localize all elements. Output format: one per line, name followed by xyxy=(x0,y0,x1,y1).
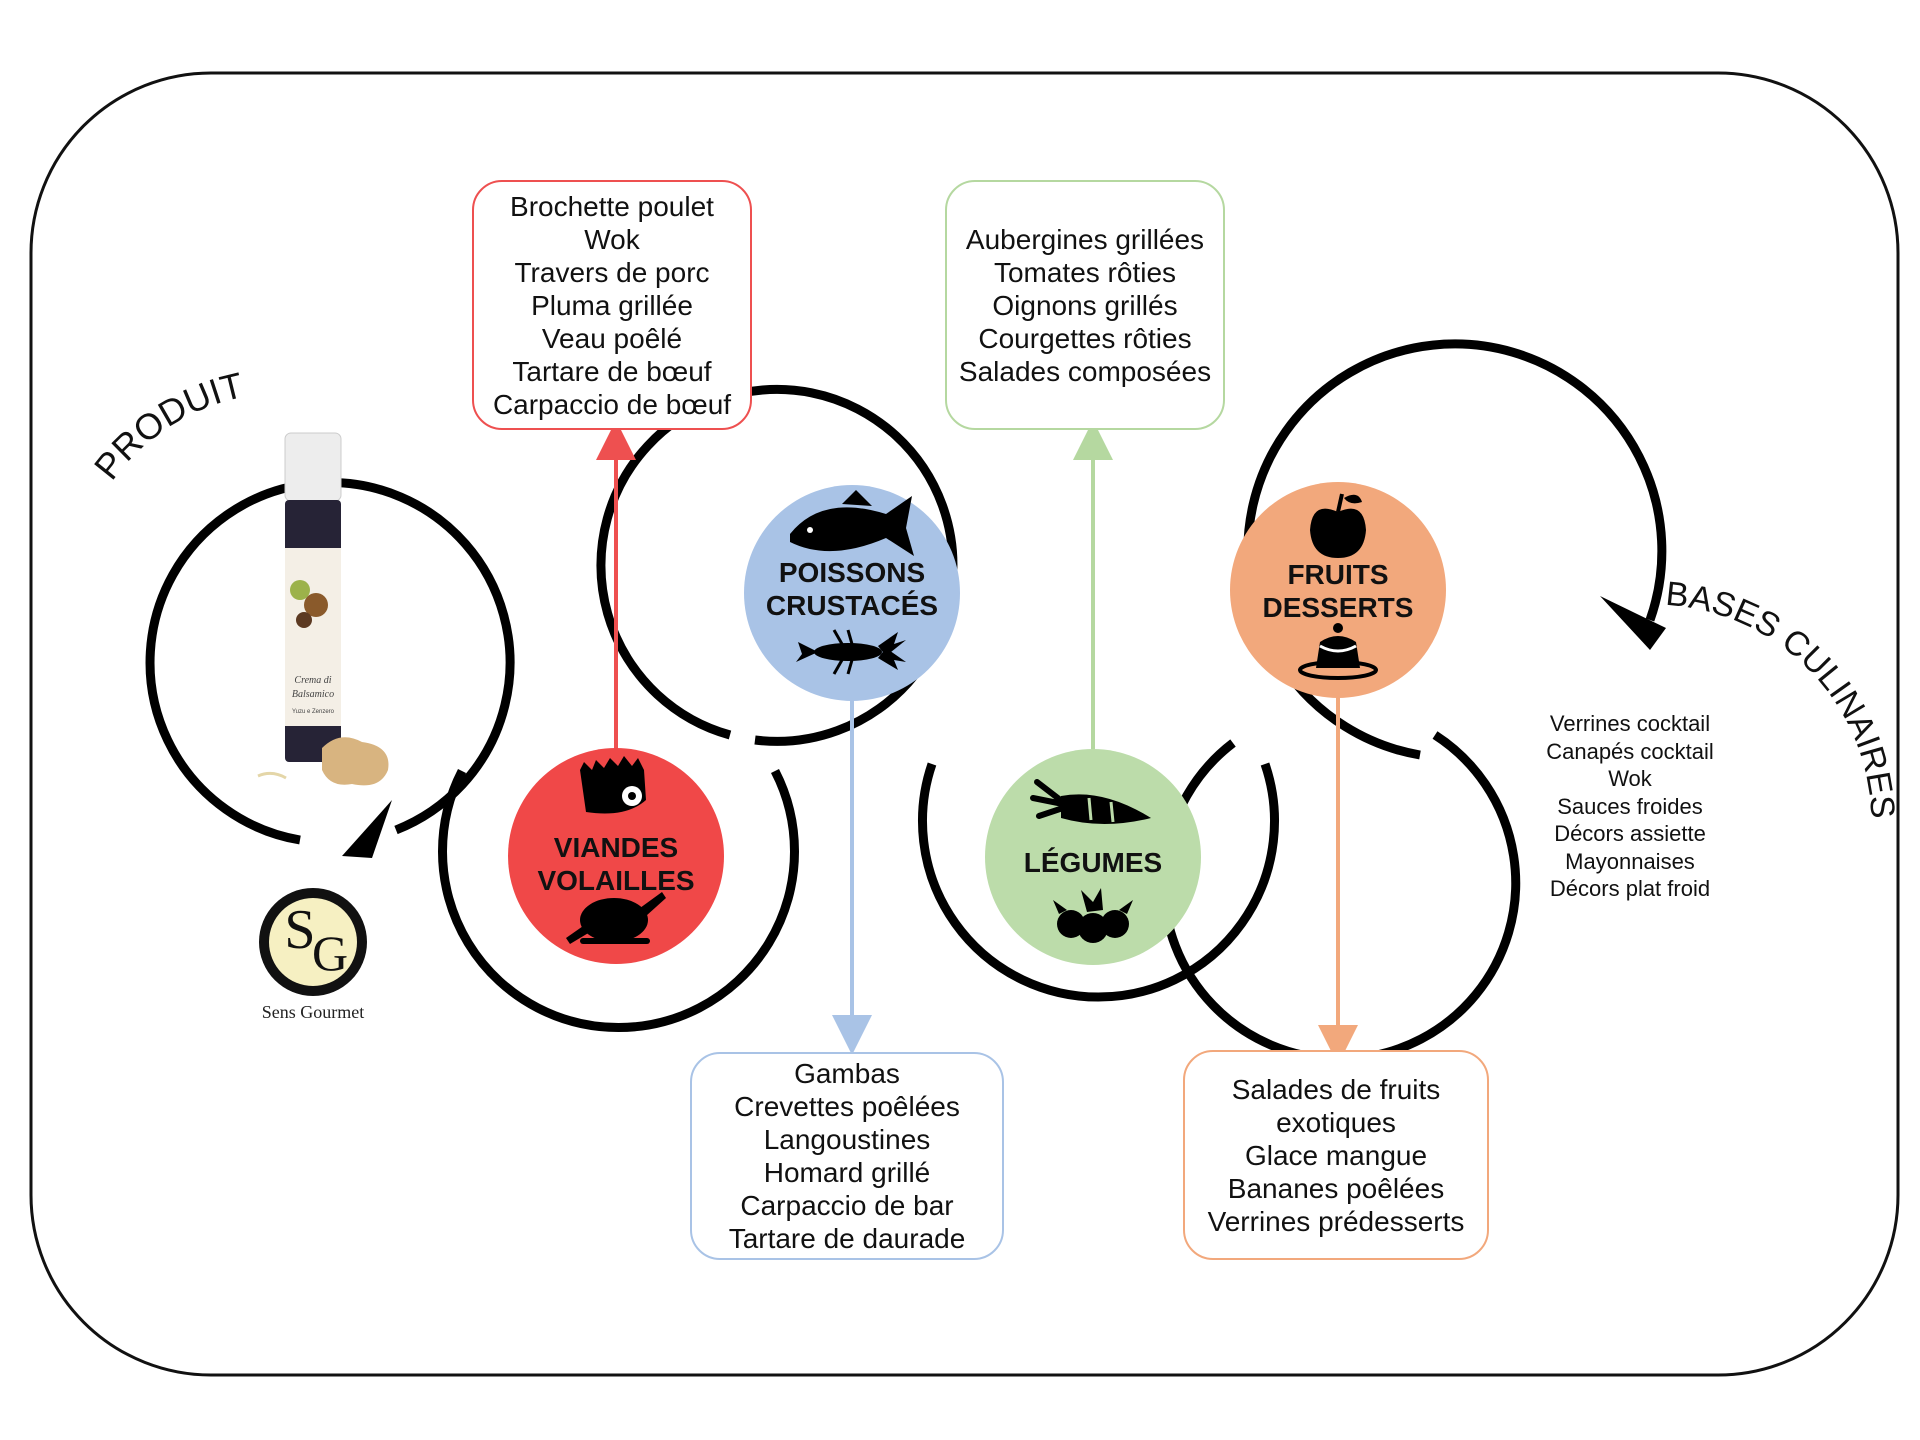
viandes-usage-item: Brochette poulet xyxy=(510,190,714,222)
viandes-usage-box: Brochette poulet Wok Travers de porc Plu… xyxy=(472,180,752,430)
viandes-usage-item: Pluma grillée xyxy=(531,289,693,321)
poissons-usage-item: Homard grillé xyxy=(763,1157,931,1188)
legumes-usage-item: Tomates rôties xyxy=(993,256,1177,288)
produit-label: PRODUIT xyxy=(86,364,247,487)
poissons-usage-item: Tartare de daurade xyxy=(728,1223,966,1254)
fruits-usage-box: Salades de fruits exotiques Glace mangue… xyxy=(1183,1050,1489,1260)
poissons-usage-box: Gambas Crevettes poêlées Langoustines Ho… xyxy=(690,1052,1004,1260)
bases-item: Mayonnaises xyxy=(1565,848,1695,874)
legumes-usage-item: Aubergines grillées xyxy=(965,223,1205,255)
fruits-usage-item: exotiques xyxy=(1276,1106,1396,1138)
legumes-usage-item: Courgettes rôties xyxy=(978,322,1192,354)
bases-culinaires-list: Verrines cocktail Canapés cocktail Wok S… xyxy=(1520,710,1740,903)
bases-item: Canapés cocktail xyxy=(1546,738,1714,764)
viandes-circle xyxy=(508,748,724,964)
legumes-label-line1: LÉGUMES xyxy=(1023,847,1163,878)
poissons-usage-item: Gambas xyxy=(794,1058,900,1089)
legumes-usage-item: Salades composées xyxy=(958,355,1212,387)
bottle-label-line1: Crema di xyxy=(294,675,331,686)
bases-item: Sauces froides xyxy=(1557,793,1703,819)
sens-gourmet-logo: S G xyxy=(259,888,367,996)
viandes-usage-item: Veau poêlé xyxy=(541,322,683,354)
bottle-cap xyxy=(284,432,342,502)
apple-icon xyxy=(1310,493,1366,558)
viandes-circle-label: VIANDES VOLAILLES xyxy=(536,831,696,897)
poissons-circle-label: POISSONS CRUSTACÉS xyxy=(762,556,942,622)
fruits-circle xyxy=(1230,482,1446,698)
poissons-usage-item: Crevettes poêlées xyxy=(734,1091,960,1122)
viandes-loop xyxy=(438,768,799,1033)
roast-chicken-icon xyxy=(566,892,666,944)
bases-item: Décors assiette xyxy=(1554,821,1706,846)
produit-label-text: PRODUIT xyxy=(86,364,247,487)
bases-item: Verrines cocktail xyxy=(1549,711,1711,736)
outer-frame xyxy=(29,71,1900,1377)
dessert-icon xyxy=(1298,623,1378,680)
legumes-loop xyxy=(918,762,1279,1002)
rack-of-lamb-icon xyxy=(580,756,646,814)
viandes-usage-item: Wok xyxy=(584,223,640,255)
legumes-circle xyxy=(985,749,1201,965)
legumes-usage-box: Aubergines grillées Tomates rôties Oigno… xyxy=(945,180,1225,430)
fruits-label-line1: FRUITS xyxy=(1287,559,1389,590)
logo-letter-g: G xyxy=(312,925,348,981)
radishes-icon xyxy=(1053,888,1133,943)
fish-icon xyxy=(790,490,914,556)
viandes-usage-item: Carpaccio de bœuf xyxy=(492,388,732,420)
bases-item: Wok xyxy=(1608,766,1652,791)
poissons-usage-item: Carpaccio de bar xyxy=(740,1190,954,1221)
bottle-label-line2: Balsamico xyxy=(292,689,334,700)
viandes-usage-item: Tartare de bœuf xyxy=(512,355,712,387)
bottle-label-line3: Yuzu e Zenzero xyxy=(292,709,335,715)
fruits-usage-item: Bananes poêlées xyxy=(1227,1172,1445,1204)
bases-item: Décors plat froid xyxy=(1549,876,1711,901)
fruits-label-line2: DESSERTS xyxy=(1262,592,1414,623)
legumes-usage-item: Oignons grillés xyxy=(992,289,1178,321)
fruits-usage-item: Salades de fruits xyxy=(1231,1073,1441,1105)
product-bottle: Crema di Balsamico Yuzu e Zenzero xyxy=(257,432,389,786)
produit-loop-arrowhead xyxy=(342,800,392,858)
poissons-label-line1: POISSONS xyxy=(778,557,926,588)
viandes-usage-item: Travers de porc xyxy=(514,256,710,288)
viandes-label-line2: VOLAILLES xyxy=(537,865,695,896)
brand-name: Sens Gourmet xyxy=(261,1002,365,1022)
fruits-circle-label: FRUITS DESSERTS xyxy=(1258,558,1418,624)
ginger-root xyxy=(322,737,389,786)
carrot-icon xyxy=(1030,779,1151,824)
bases-loop-arrowhead xyxy=(1600,596,1666,650)
poissons-usage-item: Langoustines xyxy=(763,1124,931,1155)
fruits-usage-item: Glace mangue xyxy=(1244,1139,1428,1171)
legumes-circle-label: LÉGUMES xyxy=(1013,846,1173,879)
lobster-icon xyxy=(796,629,906,675)
viandes-label-line1: VIANDES xyxy=(553,832,679,863)
logo-letter-s: S xyxy=(284,899,315,961)
bottle-label xyxy=(285,548,341,726)
fruits-usage-item: Verrines prédesserts xyxy=(1207,1205,1465,1237)
poissons-label-line2: CRUSTACÉS xyxy=(765,590,939,621)
